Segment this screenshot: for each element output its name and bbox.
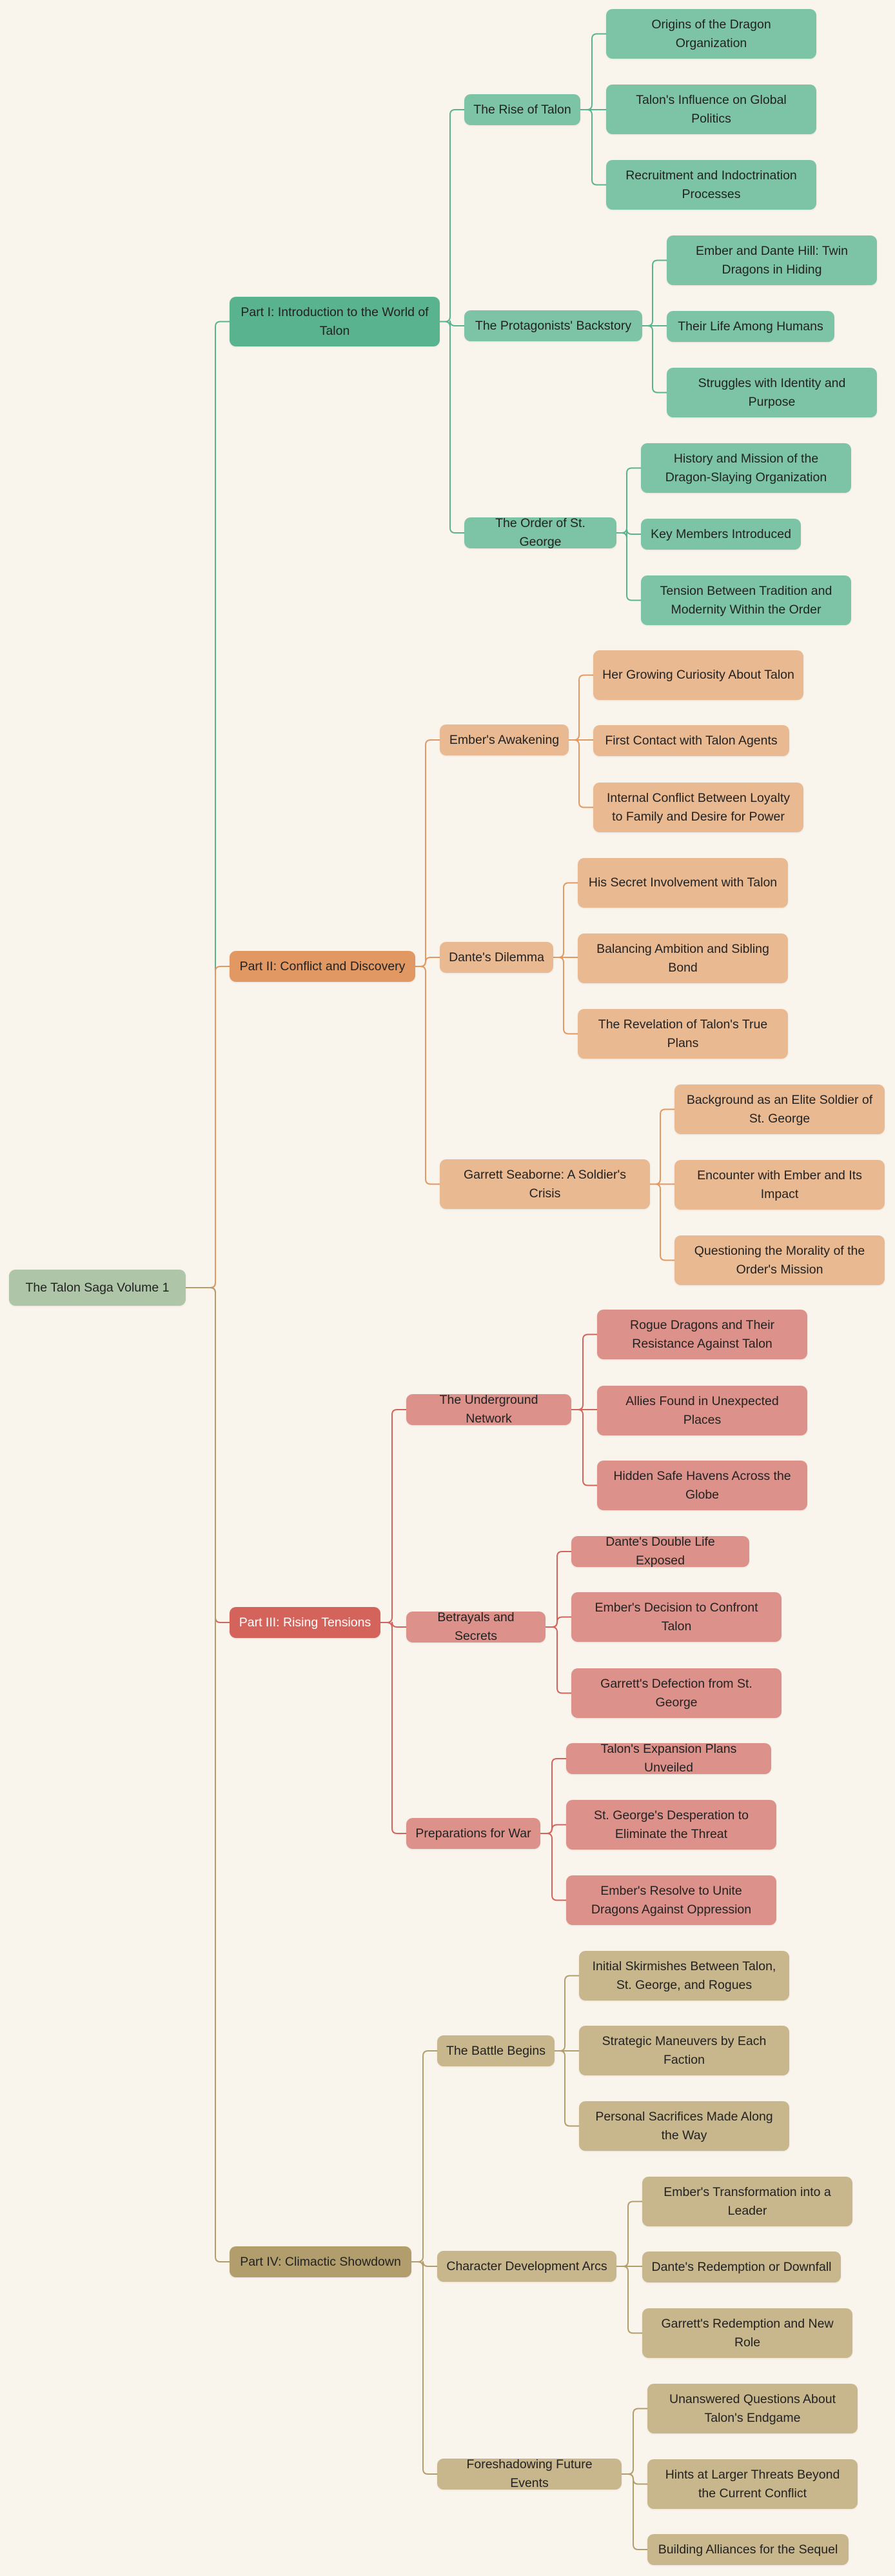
part-1-section-3-node: The Order of St. George bbox=[464, 516, 616, 549]
part-2-section-3-node: Garrett Seaborne: A Soldier's Crisis bbox=[440, 1159, 650, 1209]
part-3-node: Part III: Rising Tensions bbox=[230, 1607, 380, 1638]
part-4-section-1-item-1: Initial Skirmishes Between Talon, St. Ge… bbox=[579, 1951, 789, 2001]
part-3-section-1-item-2: Allies Found in Unexpected Places bbox=[597, 1386, 807, 1435]
edge-part-3-section-1-item-1 bbox=[571, 1333, 597, 1410]
part-2-section-1-node: Ember's Awakening bbox=[440, 724, 569, 755]
part-4-section-3-item-2: Hints at Larger Threats Beyond the Curre… bbox=[647, 2459, 858, 2509]
edge-part-2-section-1-item-1 bbox=[569, 674, 593, 741]
part-4-section-1-item-3: Personal Sacrifices Made Along the Way bbox=[579, 2101, 789, 2151]
part-2-section-1-item-3: Internal Conflict Between Loyalty to Fam… bbox=[593, 783, 803, 832]
part-4-node: Part IV: Climactic Showdown bbox=[230, 2246, 411, 2277]
edge-part-2-section-2-item-1 bbox=[553, 882, 578, 958]
edge-part-2-section-1-item-3 bbox=[569, 739, 593, 808]
part-1-section-1-item-1: Origins of the Dragon Organization bbox=[606, 9, 816, 59]
part-3-section-1-node: The Underground Network bbox=[406, 1393, 571, 1426]
part-4-section-3-item-1: Unanswered Questions About Talon's Endga… bbox=[647, 2384, 858, 2433]
edge-part-4-section-2-item-1 bbox=[616, 2201, 642, 2267]
edge-part-3-section-2-item-3 bbox=[546, 1626, 571, 1694]
edge-part-2-section-3 bbox=[415, 966, 440, 1185]
part-1-section-3-item-3: Tension Between Tradition and Modernity … bbox=[641, 575, 851, 625]
part-1-section-1-item-3: Recruitment and Indoctrination Processes bbox=[606, 160, 816, 210]
part-4-section-1-node: The Battle Begins bbox=[437, 2035, 555, 2066]
edge-part-1-section-3-item-1 bbox=[616, 467, 641, 534]
part-1-section-2-item-2: Their Life Among Humans bbox=[667, 311, 834, 342]
part-3-section-3-item-2: St. George's Desperation to Eliminate th… bbox=[566, 1800, 776, 1850]
edge-part-1-section-2-item-3 bbox=[642, 325, 667, 394]
part-3-section-1-item-3: Hidden Safe Havens Across the Globe bbox=[597, 1461, 807, 1510]
edge-part-4-section-1-item-1 bbox=[555, 1975, 579, 2052]
edge-part-3-section-3-item-3 bbox=[540, 1833, 566, 1901]
part-2-section-1-item-1: Her Growing Curiosity About Talon bbox=[593, 650, 803, 700]
edge-part-3-section-2-item-2 bbox=[546, 1616, 571, 1628]
edge-part-3-section-1 bbox=[380, 1409, 406, 1623]
part-2-section-1-item-2: First Contact with Talon Agents bbox=[593, 725, 789, 756]
part-1-node: Part I: Introduction to the World of Tal… bbox=[230, 297, 440, 346]
part-1-section-3-item-1: History and Mission of the Dragon-Slayin… bbox=[641, 443, 851, 493]
part-2-section-3-item-1: Background as an Elite Soldier of St. Ge… bbox=[674, 1084, 885, 1134]
edge-part-3-section-1-item-3 bbox=[571, 1409, 597, 1486]
part-3-section-2-item-3: Garrett's Defection from St. George bbox=[571, 1668, 782, 1718]
part-2-section-2-node: Dante's Dilemma bbox=[440, 942, 553, 973]
part-1-section-1-node: The Rise of Talon bbox=[464, 94, 580, 125]
edge-part-4-section-1-item-3 bbox=[555, 2050, 579, 2127]
part-4-section-2-item-2: Dante's Redemption or Downfall bbox=[642, 2252, 841, 2282]
edge-part-3-section-3-item-1 bbox=[540, 1758, 566, 1834]
edge-part-1-section-3 bbox=[440, 321, 464, 534]
part-4-section-3-item-3: Building Alliances for the Sequel bbox=[647, 2534, 849, 2565]
part-2-section-2-item-3: The Revelation of Talon's True Plans bbox=[578, 1009, 788, 1059]
part-2-node: Part II: Conflict and Discovery bbox=[230, 951, 415, 982]
part-1-section-3-item-2: Key Members Introduced bbox=[641, 519, 801, 550]
part-3-section-1-item-1: Rogue Dragons and Their Resistance Again… bbox=[597, 1310, 807, 1359]
edge-part-4-section-3-item-1 bbox=[622, 2408, 647, 2475]
part-1-section-2-node: The Protagonists' Backstory bbox=[464, 310, 642, 341]
part-2-section-3-item-3: Questioning the Morality of the Order's … bbox=[674, 1235, 885, 1285]
part-3-section-3-item-3: Ember's Resolve to Unite Dragons Against… bbox=[566, 1875, 776, 1925]
part-2-section-2-item-1: His Secret Involvement with Talon bbox=[578, 858, 788, 908]
edge-part-1-section-1 bbox=[440, 109, 464, 323]
part-4-section-1-item-2: Strategic Maneuvers by Each Faction bbox=[579, 2026, 789, 2075]
part-3-section-2-node: Betrayals and Secrets bbox=[406, 1610, 546, 1643]
edge-part-3-section-3 bbox=[380, 1622, 406, 1834]
edge-part-4-section-3-item-2 bbox=[622, 2473, 647, 2485]
edge-part-4-section-3-item-3 bbox=[622, 2473, 647, 2550]
edge-root-part-4 bbox=[186, 1287, 230, 2262]
edge-part-3-section-2-item-1 bbox=[546, 1551, 571, 1628]
part-4-section-2-node: Character Development Arcs bbox=[437, 2251, 616, 2282]
part-4-section-3-node: Foreshadowing Future Events bbox=[437, 2457, 622, 2490]
part-2-section-3-item-2: Encounter with Ember and Its Impact bbox=[674, 1160, 885, 1210]
edge-part-2-section-2 bbox=[415, 957, 440, 967]
edge-root-part-3 bbox=[186, 1287, 230, 1623]
edge-part-4-section-1 bbox=[411, 2050, 437, 2262]
edge-root-part-2 bbox=[186, 966, 230, 1288]
part-1-section-2-item-3: Struggles with Identity and Purpose bbox=[667, 368, 877, 417]
edge-part-3-section-3-item-2 bbox=[540, 1824, 566, 1834]
edge-part-2-section-3-item-3 bbox=[650, 1183, 674, 1261]
part-1-section-1-item-2: Talon's Influence on Global Politics bbox=[606, 85, 816, 134]
edge-part-4-section-2-item-3 bbox=[616, 2266, 642, 2334]
edge-part-1-section-1-item-3 bbox=[580, 109, 606, 186]
part-3-section-2-item-1: Dante's Double Life Exposed bbox=[571, 1535, 749, 1568]
edge-part-1-section-2-item-1 bbox=[642, 259, 667, 326]
edge-root-part-1 bbox=[186, 321, 230, 1288]
part-3-section-3-node: Preparations for War bbox=[406, 1818, 540, 1849]
edge-part-2-section-2-item-3 bbox=[553, 957, 578, 1035]
edge-part-4-section-3 bbox=[411, 2261, 437, 2475]
edge-part-1-section-3-item-3 bbox=[616, 532, 641, 601]
part-4-section-2-item-3: Garrett's Redemption and New Role bbox=[642, 2308, 852, 2358]
part-3-section-3-item-1: Talon's Expansion Plans Unveiled bbox=[566, 1742, 771, 1775]
root-node: The Talon Saga Volume 1 bbox=[9, 1270, 186, 1306]
edge-part-2-section-3-item-1 bbox=[650, 1108, 674, 1185]
edge-part-2-section-1 bbox=[415, 739, 440, 967]
part-1-section-2-item-1: Ember and Dante Hill: Twin Dragons in Hi… bbox=[667, 235, 877, 285]
part-2-section-2-item-2: Balancing Ambition and Sibling Bond bbox=[578, 934, 788, 983]
part-4-section-2-item-1: Ember's Transformation into a Leader bbox=[642, 2177, 852, 2226]
edge-part-1-section-1-item-1 bbox=[580, 33, 606, 110]
part-3-section-2-item-2: Ember's Decision to Confront Talon bbox=[571, 1592, 782, 1642]
